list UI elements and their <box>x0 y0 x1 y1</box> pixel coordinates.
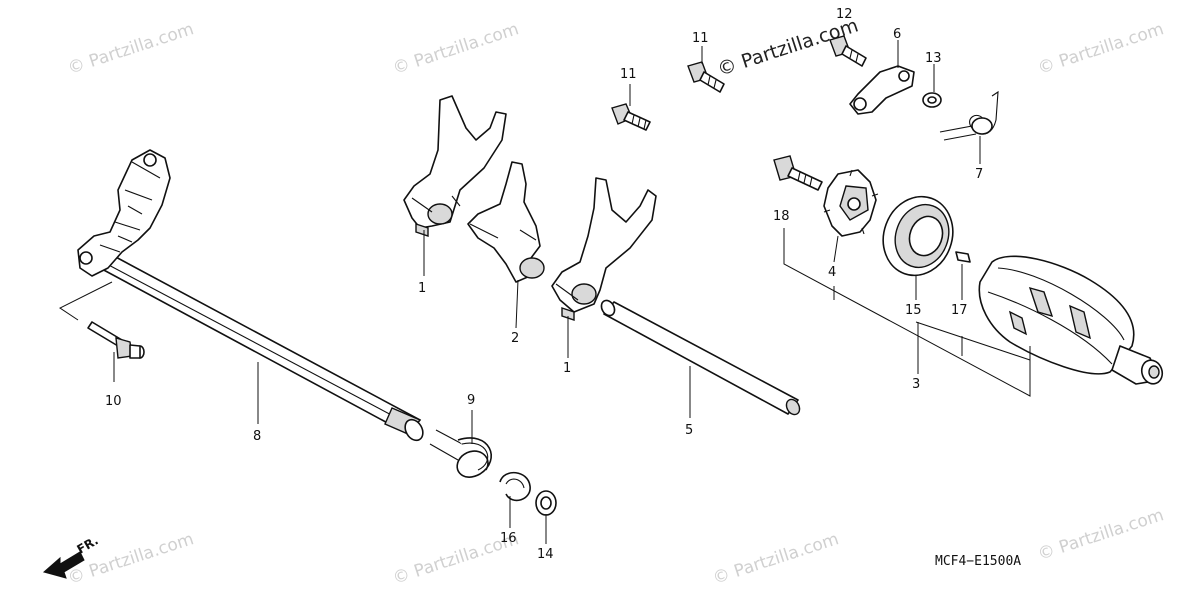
part-15-bearing[interactable] <box>872 187 963 285</box>
callout-1-left[interactable]: 1 <box>418 281 426 296</box>
part-17-pin[interactable] <box>955 251 971 263</box>
callout-13[interactable]: 13 <box>925 51 942 66</box>
part-1-shift-fork-left[interactable] <box>403 95 507 237</box>
leader-lines <box>59 40 1031 544</box>
callout-10[interactable]: 10 <box>105 394 122 409</box>
callout-8[interactable]: 8 <box>253 429 261 444</box>
diagram-code: MCF4−E1500A <box>935 554 1021 569</box>
part-6-stopper-arm[interactable] <box>849 65 915 115</box>
part-7-spring[interactable] <box>939 90 999 141</box>
callout-11-right[interactable]: 11 <box>692 31 709 46</box>
part-11-bolt-left[interactable] <box>611 103 651 131</box>
part-9-spring[interactable] <box>429 429 492 478</box>
watermark: © Partzilla.com <box>390 19 521 79</box>
part-12-bolt[interactable] <box>829 35 867 67</box>
callout-14[interactable]: 14 <box>537 547 554 562</box>
callout-2[interactable]: 2 <box>511 331 519 346</box>
watermark: © Partzilla.com <box>710 529 841 589</box>
part-13-washer[interactable] <box>922 92 942 108</box>
part-8-shift-shaft[interactable] <box>77 149 426 444</box>
callout-11-left[interactable]: 11 <box>620 67 637 82</box>
callout-15[interactable]: 15 <box>905 303 922 318</box>
callout-7[interactable]: 7 <box>975 167 983 182</box>
callout-3[interactable]: 3 <box>912 377 920 392</box>
callout-1-right[interactable]: 1 <box>563 361 571 376</box>
callout-4[interactable]: 4 <box>828 265 836 280</box>
part-18-bolt[interactable] <box>773 155 823 191</box>
arrow-left-icon <box>42 551 85 579</box>
callout-12[interactable]: 12 <box>836 7 853 22</box>
part-10-bolt[interactable] <box>87 321 145 359</box>
part-2-shift-fork-center[interactable] <box>467 161 545 283</box>
part-5-fork-shaft[interactable] <box>599 298 802 417</box>
part-11-bolt-right[interactable] <box>687 61 725 93</box>
callout-5[interactable]: 5 <box>685 423 693 438</box>
callouts: 1 2 1 3 4 5 6 7 8 9 10 11 11 12 13 14 15… <box>105 7 983 562</box>
callout-18[interactable]: 18 <box>773 209 790 224</box>
direction-label: FR. <box>75 533 101 556</box>
callout-17[interactable]: 17 <box>951 303 968 318</box>
watermark: © Partzilla.com <box>1035 19 1166 79</box>
watermark: © Partzilla.com <box>65 19 196 79</box>
part-4-drum-center-plate[interactable] <box>823 169 879 237</box>
callout-16[interactable]: 16 <box>500 531 517 546</box>
watermark: © Partzilla.com <box>1035 505 1166 565</box>
callout-6[interactable]: 6 <box>893 27 901 42</box>
part-14-washer[interactable] <box>535 490 557 516</box>
part-3-shift-drum[interactable] <box>978 255 1165 386</box>
part-16-clip[interactable] <box>499 471 531 502</box>
part-1-shift-fork-right[interactable] <box>551 177 657 321</box>
callout-9[interactable]: 9 <box>467 393 475 408</box>
